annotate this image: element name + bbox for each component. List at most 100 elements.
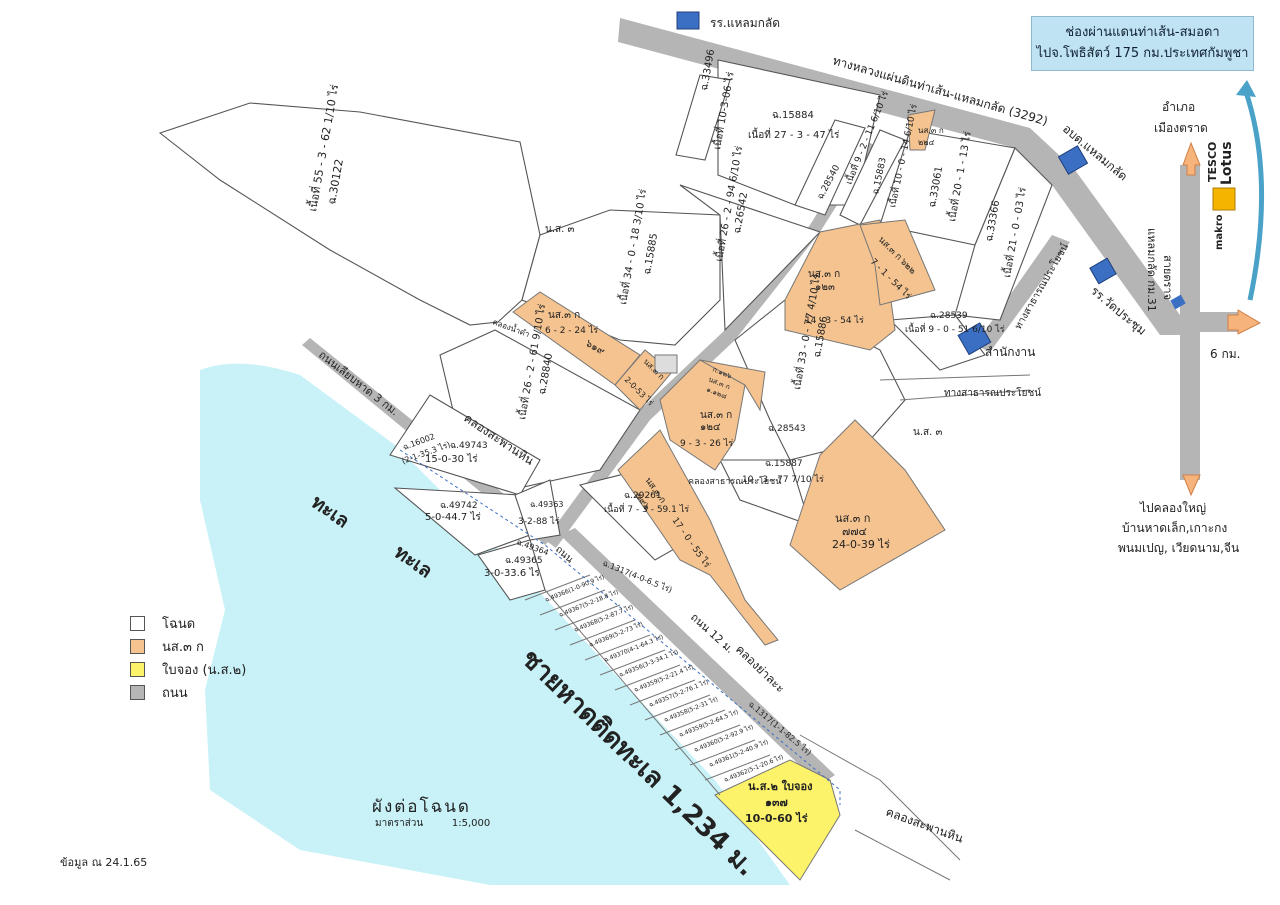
makro-logo-text: makro bbox=[1214, 214, 1225, 250]
school-laem-klat-building bbox=[676, 11, 700, 30]
public-way-label-2: ทางสาธารณประโยชน์ bbox=[944, 386, 1041, 399]
parcel-49363 bbox=[514, 479, 561, 541]
parcel-ns2-137 bbox=[714, 759, 841, 881]
ns3k-id: นส.๓ ก bbox=[918, 126, 944, 135]
small-lot-lines bbox=[524, 574, 771, 796]
parcel-15883 bbox=[839, 129, 906, 226]
ns3k-area: 6 - 2 - 24 ไร่ bbox=[545, 325, 598, 336]
parcel-id: ฉ.49363 bbox=[530, 500, 563, 509]
legend-label: ใบจอง (น.ส.๒) bbox=[162, 663, 247, 678]
legend-item-road: ถนน bbox=[130, 681, 246, 704]
ns2-line3: 10-0-60 ไร่ bbox=[745, 811, 808, 825]
parcel-id: ฉ.29261 bbox=[624, 491, 662, 501]
parcel-30122 bbox=[158, 102, 541, 326]
scale-value: 1:5,000 bbox=[451, 818, 491, 829]
mueang-trat-label: เมืองตราด bbox=[1154, 121, 1208, 135]
map-legend: โฉนด นส.๓ ก ใบจอง (น.ส.๒) ถนน bbox=[130, 612, 246, 704]
ns3-label-a: น.ส. ๓ bbox=[545, 224, 574, 235]
road-small-label: ถนน bbox=[553, 544, 575, 565]
ns3k-num: ๑๒๔ bbox=[700, 422, 721, 433]
inner-road bbox=[545, 140, 875, 548]
ns3k-id: นส.๓ ก bbox=[835, 512, 870, 525]
district-label: อำเภอ bbox=[1162, 100, 1195, 114]
office-label: สำนักงาน bbox=[985, 345, 1035, 359]
legend-swatch bbox=[130, 662, 145, 677]
parcel-area: 3-0-33.6 ไร่ bbox=[484, 567, 540, 579]
map-scale: มาตราส่วน 1:5,000 bbox=[375, 816, 490, 831]
parcel-15887 bbox=[719, 459, 811, 526]
parcel-area: 3-2-88 ไร่ bbox=[518, 516, 560, 527]
arrow-east bbox=[1227, 309, 1262, 335]
parcel-ns3k-796 bbox=[617, 429, 779, 646]
parcel-28540 bbox=[794, 119, 866, 216]
ns3k-id: นส.๓ ก bbox=[808, 269, 840, 280]
parcel-ns3k-123 bbox=[784, 219, 896, 351]
store-logos: TESCO Lotus makro bbox=[1206, 140, 1236, 250]
parcel-area: เนื้อที่ 27 - 3 - 47 ไร่ bbox=[748, 127, 840, 141]
public-canal-label: คลองสาธารณประโยชน์ bbox=[688, 475, 781, 487]
parcel-49743 bbox=[389, 394, 541, 496]
legend-label: นส.๓ ก bbox=[162, 640, 204, 655]
info-line-2: ไปจ.โพธิสัตว์ 175 กม.ประเทศกัมพูชา bbox=[1036, 46, 1249, 61]
trat-road-label: สายตราจ bbox=[1161, 255, 1174, 300]
arrow-south bbox=[1182, 474, 1201, 497]
parcel-ns3k-774 bbox=[789, 419, 946, 591]
ns3k-area: 9 - 3 - 26 ไร่ bbox=[680, 438, 733, 449]
school-laem-klat-label: รร.แหลมกลัด bbox=[710, 16, 780, 30]
legend-swatch bbox=[130, 639, 145, 654]
khlong-yai-label-1: ไปคลองใหญ่ bbox=[1139, 501, 1206, 515]
parcel-ns3k-622 bbox=[859, 219, 936, 306]
arrow-north bbox=[1182, 141, 1201, 176]
parcel-area: 15-0-30 ไร่ bbox=[425, 453, 478, 465]
parcel-id: ฉ.15884 bbox=[772, 110, 814, 121]
parcel-ns3k-126 bbox=[699, 359, 766, 412]
parcel-area: เนื้อที่ 7 - 3 - 59.1 ไร่ bbox=[604, 502, 689, 515]
dotted-boundary bbox=[399, 449, 841, 805]
ns3k-num: ๑๒๓ bbox=[815, 282, 835, 293]
parcel-area: 5-0-44.7 ไร่ bbox=[425, 511, 481, 523]
legend-swatch bbox=[130, 616, 145, 631]
legend-item-ns2: ใบจอง (น.ส.๒) bbox=[130, 658, 246, 681]
legend-label: โฉนด bbox=[162, 617, 196, 632]
parcel-area: 10 - 3 - 77 7/10 ไร่ bbox=[742, 474, 824, 485]
lotus-logo-text: Lotus bbox=[1219, 141, 1235, 185]
parcel-33496 bbox=[675, 74, 731, 161]
khlong-yai-label-3: พนมเปญ, เวียดนาม,จีน bbox=[1118, 541, 1239, 555]
parcel-area: เนื้อที่ 9 - 0 - 51 6/10 ไร่ bbox=[905, 322, 1005, 335]
hatched-lot bbox=[654, 354, 678, 374]
ns3k-num: ๒๒๔ bbox=[918, 138, 935, 147]
ns3k-area: 14 - 3 - 54 ไร่ bbox=[805, 315, 864, 326]
curved-arrow-head bbox=[1236, 80, 1256, 97]
scale-label: มาตราส่วน bbox=[375, 818, 424, 829]
ns2-line1: น.ส.๒ ใบจอง bbox=[748, 779, 812, 793]
road-12m bbox=[560, 528, 835, 785]
parcel-33366 bbox=[954, 147, 1053, 321]
curved-arrow bbox=[1243, 91, 1265, 301]
khlong-yai-label-2: บ้านหาดเล็ก,เกาะกง bbox=[1122, 520, 1227, 535]
office-building bbox=[957, 322, 992, 356]
border-crossing-info-box: ช่องผ่านแดนท่าเส้น-สมอดา ไปจ.โพธิสัตว์ 1… bbox=[1031, 16, 1254, 71]
parcel-ns3k-619 bbox=[512, 291, 641, 386]
ns3-label-b: น.ส. ๓ bbox=[913, 427, 942, 438]
ns3k-id: นส.๓ ก bbox=[700, 410, 732, 421]
parcel-ns3k-224 bbox=[907, 109, 936, 151]
parcel-id: ฉ.49743 bbox=[450, 441, 488, 451]
laem-klat-km-label: แหลมกลัด กม.31 bbox=[1145, 228, 1158, 312]
ns2-line2: ๑๓๗ bbox=[765, 796, 788, 809]
tesco-logo-text: TESCO bbox=[1206, 142, 1219, 182]
parcel-id: ฉ.15887 bbox=[765, 459, 803, 469]
six-km-label: 6 กม. bbox=[1210, 347, 1240, 361]
parcel-26542 bbox=[679, 184, 822, 332]
school-wat-building bbox=[1089, 257, 1117, 285]
obt-laem-klat-building bbox=[1057, 145, 1089, 175]
highway-road bbox=[618, 18, 1180, 335]
legend-swatch bbox=[130, 685, 145, 700]
legend-item-ns3k: นส.๓ ก bbox=[130, 635, 246, 658]
small-blue-building bbox=[1170, 294, 1186, 310]
sea-area bbox=[200, 363, 790, 886]
info-line-1: ช่องผ่านแดนท่าเส้น-สมอดา bbox=[1065, 25, 1220, 40]
parcel-id: ฉ.28543 bbox=[768, 424, 806, 434]
data-date-note: ข้อมูล ณ 24.1.65 bbox=[60, 856, 148, 869]
ns3k-num: ๗๗๔ bbox=[842, 525, 867, 538]
